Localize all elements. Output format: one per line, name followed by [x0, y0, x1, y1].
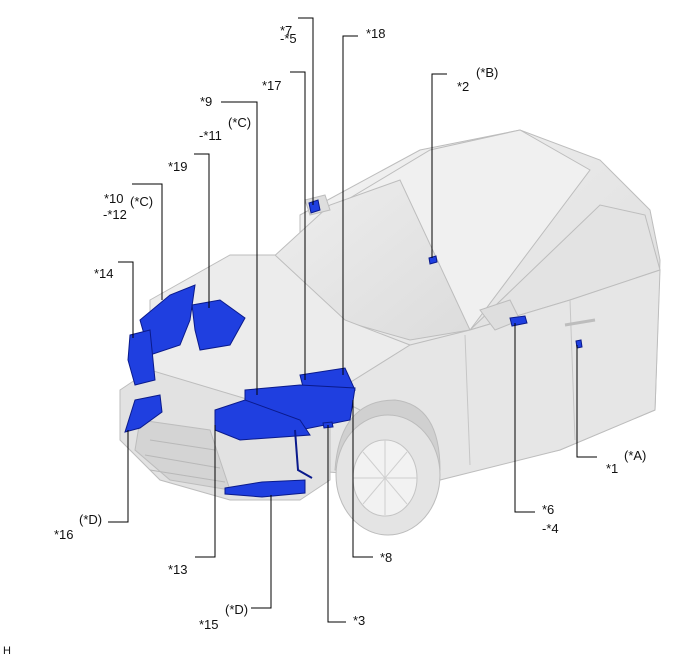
component-lower-bumper-unit — [224, 479, 306, 498]
callout-17: *17 — [262, 78, 282, 93]
corner-mark: H — [3, 645, 11, 657]
callout-7: *7 — [280, 23, 293, 38]
callout-1: *1 — [606, 461, 619, 476]
callout-ref-c-lower: (*C) — [130, 194, 154, 209]
callout-14: *14 — [94, 266, 114, 281]
callout-ref-a: (*A) — [624, 448, 647, 463]
leader-line-17 — [290, 71, 306, 380]
leader-line-1 — [576, 345, 597, 458]
component-front-mirror-sensor — [308, 199, 321, 214]
callout-18: *18 — [366, 26, 386, 41]
callout-12: -*12 — [103, 207, 127, 222]
component-harness — [294, 429, 313, 479]
leader-line-6 — [514, 323, 535, 513]
callout-2: *2 — [457, 79, 470, 94]
component-fog-lamp-left — [124, 394, 163, 433]
callout-ref-b: (*B) — [476, 65, 499, 80]
component-engine-block-center — [191, 299, 246, 351]
leader-line-2 — [431, 73, 447, 258]
component-headlamp-left — [127, 329, 156, 386]
callout-19: *19 — [168, 159, 188, 174]
callout-ref-d-bottom: (*D) — [225, 602, 249, 617]
callout-16: *16 — [54, 527, 74, 542]
leader-lines — [108, 17, 597, 623]
callout-ref-c-upper: (*C) — [228, 115, 252, 130]
leader-line-3 — [327, 425, 346, 623]
callout-3: *3 — [353, 613, 366, 628]
callout-ref-d-left: (*D) — [79, 512, 103, 527]
leader-line-7 — [298, 17, 314, 205]
callout-10: *10 — [104, 191, 124, 206]
leader-line-19 — [194, 153, 210, 308]
callout-13: *13 — [168, 562, 188, 577]
leader-line-10 — [132, 183, 163, 300]
callout-8: *8 — [380, 550, 393, 565]
leader-line-9 — [221, 101, 258, 395]
leader-line-16 — [108, 430, 129, 523]
callout-11: -*11 — [199, 128, 222, 143]
callout-15: *15 — [199, 617, 219, 632]
component-roof-sensor — [428, 255, 438, 265]
leader-line-14 — [118, 261, 134, 338]
callout-4: -*4 — [542, 521, 559, 536]
highlighted-components — [124, 199, 583, 498]
leader-line-18 — [342, 35, 358, 375]
callout-6: *6 — [542, 502, 555, 517]
leader-line-8 — [352, 400, 373, 558]
leader-line-13 — [195, 425, 216, 558]
callout-5: -*5 — [280, 31, 297, 46]
callout-9: *9 — [200, 94, 213, 109]
leader-line-15 — [251, 495, 272, 609]
component-door-mirror-unit — [509, 315, 528, 327]
